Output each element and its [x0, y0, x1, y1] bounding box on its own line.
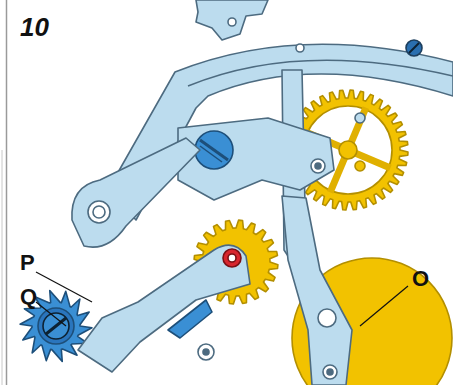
pivot-hole: [228, 18, 236, 26]
left-lever: [72, 138, 200, 247]
callout-letter: O: [412, 268, 429, 290]
callout-letter: Q: [20, 286, 37, 308]
lower-lever: [78, 245, 250, 372]
panel-border: [6, 0, 8, 385]
curved-lever: [108, 44, 453, 220]
figure-number: 10: [20, 14, 49, 40]
callout-letter: P: [20, 252, 35, 274]
screw: [406, 40, 422, 56]
leader-line: [36, 272, 408, 326]
panel-border: [2, 150, 3, 385]
top-lever: [196, 0, 268, 40]
lever-o: [282, 196, 352, 385]
central-plate: [178, 118, 334, 200]
red-pivot: [223, 249, 241, 267]
